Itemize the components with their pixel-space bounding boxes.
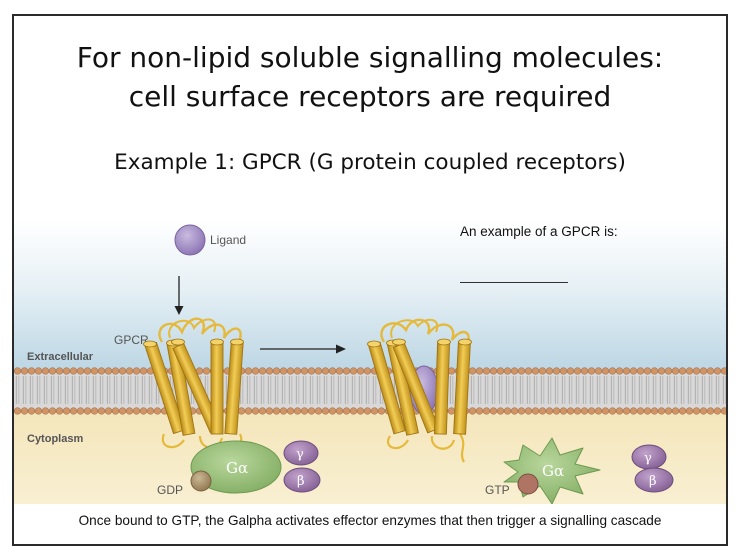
beta-subunit-right (634, 467, 674, 493)
gdp-label: GDP (157, 483, 183, 497)
g-alpha-label-right: Gα (542, 462, 564, 480)
gamma-label-left: γ (296, 447, 304, 462)
gamma-label-right: γ (644, 451, 652, 466)
activation-arrow (260, 344, 346, 354)
title-line-2: cell surface receptors are required (128, 80, 612, 113)
extracellular-label: Extracellular (27, 351, 94, 363)
binding-arrow (174, 276, 184, 315)
g-alpha-subunit-inactive (190, 440, 282, 494)
gtp-molecule (517, 473, 539, 495)
ligand-label: Ligand (210, 233, 246, 247)
g-alpha-label-left: Gα (226, 459, 248, 477)
slide-caption: Once bound to GTP, the Galpha activates … (78, 513, 662, 528)
cytoplasm-label: Cytoplasm (27, 433, 83, 445)
ligand-molecule (174, 224, 206, 256)
gpcr-example-prompt: An example of a GPCR is: (460, 224, 618, 239)
slide: Ligand GPCR Extracellular Cytoplasm (12, 14, 728, 546)
answer-blank-line (460, 282, 568, 283)
lipid-bilayer (14, 366, 726, 415)
beta-label-left: β (297, 474, 305, 489)
gpcr-diagram: Ligand GPCR Extracellular Cytoplasm (14, 221, 726, 544)
gdp-molecule (190, 470, 212, 492)
slide-subtitle: Example 1: GPCR (G protein coupled recep… (114, 150, 626, 175)
gtp-label: GTP (485, 483, 510, 497)
beta-subunit-left (283, 467, 321, 493)
slide-title: For non-lipid soluble signalling molecul… (14, 38, 726, 116)
gpcr-inactive (143, 317, 244, 463)
gamma-subunit-left (283, 440, 319, 466)
beta-label-right: β (649, 474, 657, 489)
g-protein-inactive: Gα GDP γ β (157, 440, 321, 497)
title-line-1: For non-lipid soluble signalling molecul… (76, 41, 664, 74)
g-protein-active: Gα GTP γ β (485, 437, 674, 505)
caption-band (14, 504, 726, 544)
cytoplasm-region (14, 412, 726, 508)
gpcr-label: GPCR (114, 333, 149, 347)
gpcr-active (367, 318, 472, 463)
